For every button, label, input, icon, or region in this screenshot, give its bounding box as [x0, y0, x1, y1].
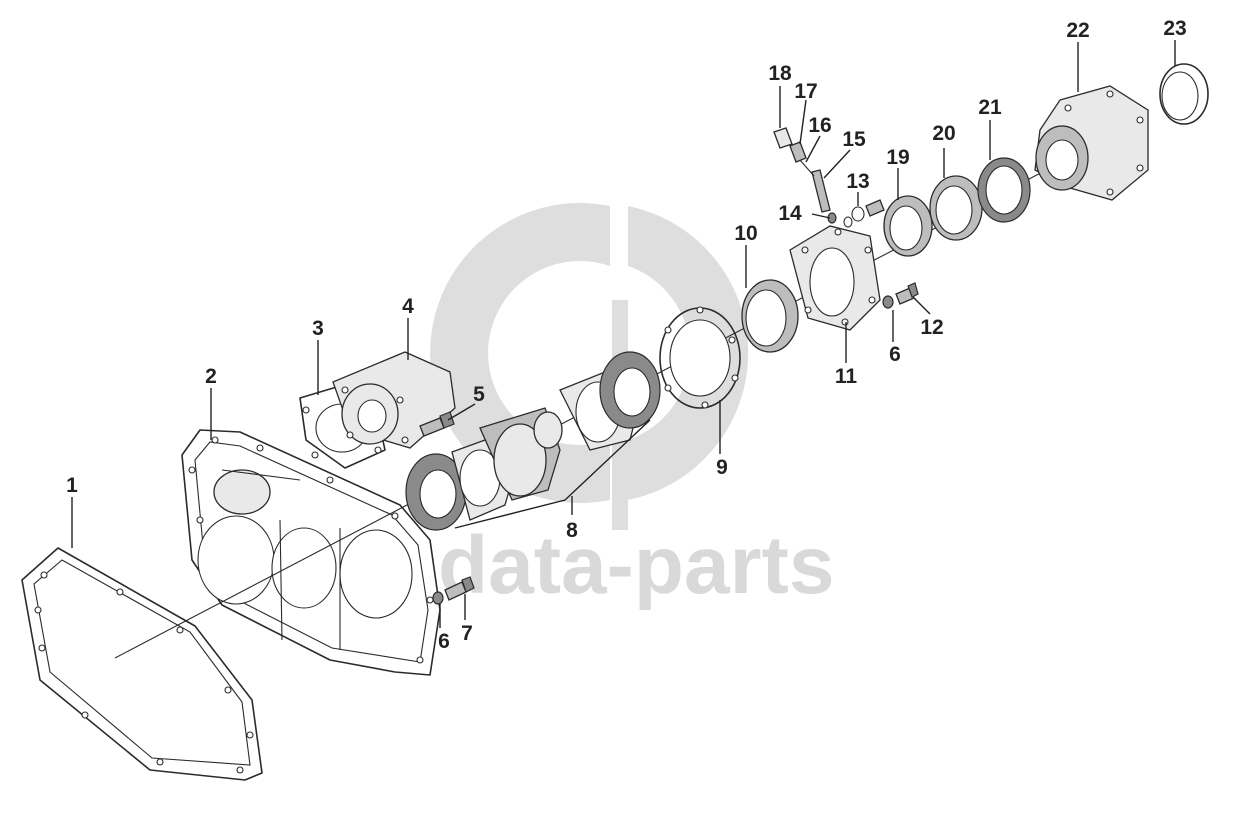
hub-housing-part: [789, 225, 881, 331]
callout-15: 15: [842, 128, 866, 151]
valve-part-15: [811, 169, 831, 213]
callout-13: 13: [846, 170, 869, 193]
watermark: data-parts: [430, 203, 834, 611]
callout-12: 12: [920, 316, 943, 339]
cap-part-18: [773, 127, 793, 149]
insert-part-17: [789, 141, 807, 163]
callout-2: 2: [205, 365, 217, 388]
seal-part-20: [929, 175, 983, 241]
callout-21: 21: [978, 96, 1002, 119]
watermark-text: data-parts: [438, 520, 834, 611]
ring-part-23: [1159, 63, 1209, 125]
callout-4: 4: [402, 295, 414, 318]
callout-17: 17: [794, 80, 817, 103]
washer-part-13: [851, 206, 865, 222]
callout-16: 16: [808, 114, 831, 137]
bolt-part-12: [895, 282, 919, 305]
spring-part-16: [799, 159, 815, 177]
callout-3: 3: [312, 317, 324, 340]
callout-labels: 1 2 3 4 5 6 7 8 9 10 11 6 12 13 14 15 16…: [66, 17, 1187, 653]
callout-7: 7: [461, 622, 473, 645]
gasket-part: [21, 547, 263, 781]
small-parts-group: [773, 127, 885, 228]
callout-10: 10: [734, 222, 757, 245]
ring-part-21: [977, 157, 1031, 223]
callout-23: 23: [1163, 17, 1186, 40]
callout-6-upper: 6: [889, 343, 901, 366]
callout-9: 9: [716, 456, 728, 479]
bearing-set-part: [405, 351, 661, 531]
callout-11: 11: [835, 365, 858, 388]
callout-14: 14: [778, 202, 802, 225]
seal-ring-part: [741, 279, 799, 353]
bolt-part-13: [865, 199, 885, 217]
watermark-logo: [430, 203, 610, 504]
callout-6-lower: 6: [438, 630, 450, 653]
ring-plate-part: [659, 306, 741, 409]
callout-8: 8: [566, 519, 578, 542]
seal-part-19: [883, 195, 933, 257]
callout-18: 18: [768, 62, 792, 85]
callout-19: 19: [886, 146, 909, 169]
callout-5: 5: [473, 383, 485, 406]
watermark-logo-inner: [628, 206, 749, 500]
output-flange-part: [1034, 85, 1149, 201]
leader-lines: [71, 40, 1176, 628]
ring-part-13: [843, 216, 853, 228]
bolt-part-7: [444, 576, 475, 601]
callout-20: 20: [932, 122, 955, 145]
housing-part: [181, 429, 441, 676]
callout-22: 22: [1066, 19, 1089, 42]
washer-part-6-upper: [882, 295, 894, 309]
bolt-part-5: [419, 411, 455, 437]
washer-part-6-lower: [432, 591, 444, 605]
cover-cap-part: [332, 351, 456, 449]
callout-1: 1: [66, 474, 78, 497]
